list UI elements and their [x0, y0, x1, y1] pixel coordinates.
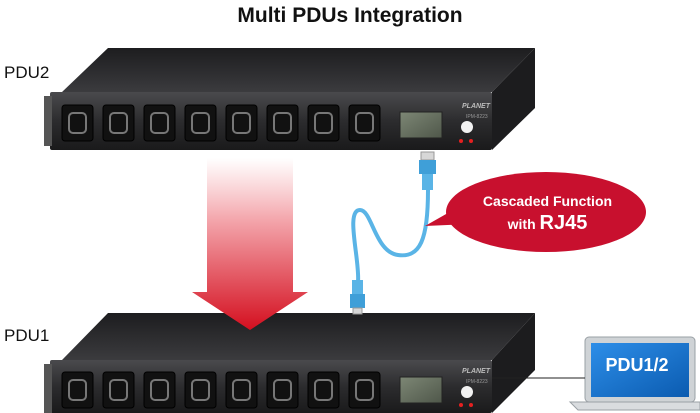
rj45-cable: [350, 151, 436, 315]
callout-line2-emphasis: RJ45: [539, 212, 588, 234]
outlet: [307, 371, 340, 409]
outlet: [225, 371, 258, 409]
callout-bubble: [425, 172, 646, 252]
pdu1-top-face: [62, 313, 535, 360]
outlet: [184, 104, 217, 142]
status-led: [469, 139, 473, 143]
callout-text: Cascaded Function with RJ45: [460, 190, 635, 236]
cable-line: [351, 188, 430, 284]
outlet: [61, 371, 94, 409]
pdu2-side-face: [492, 48, 535, 150]
pdu1-brand-logo: PLANET: [462, 368, 491, 375]
pdu1-outlets: [61, 371, 381, 409]
status-led: [459, 403, 463, 407]
outlet: [266, 371, 299, 409]
outlet: [266, 104, 299, 142]
pdu1-unit: PLANET IPM-8223: [44, 313, 535, 413]
pdu1-model: IPM-8223: [466, 379, 488, 385]
outlet: [307, 104, 340, 142]
status-led: [469, 403, 473, 407]
lcd-display-icon: [399, 376, 443, 404]
outlet: [225, 104, 258, 142]
lcd-display-icon: [399, 111, 443, 139]
outlet: [143, 371, 176, 409]
callout-line2-prefix: with: [507, 216, 540, 232]
outlet: [348, 371, 381, 409]
outlet: [184, 371, 217, 409]
pdu1-side-face: [492, 313, 535, 413]
callout-line1: Cascaded Function: [482, 193, 613, 209]
pdu2-label: PDU2: [4, 63, 50, 82]
laptop-icon: [568, 336, 700, 411]
arrow-down-icon: [192, 158, 308, 330]
outlet: [143, 104, 176, 142]
pdu2-brand-logo: PLANET: [462, 103, 491, 110]
pdu1-left-ear: [44, 364, 52, 413]
power-button-icon: [461, 386, 473, 398]
laptop-screen-text: PDU1/2: [605, 355, 669, 375]
pdu2-model: IPM-8223: [466, 114, 488, 120]
power-button-icon: [461, 121, 473, 133]
outlet: [102, 371, 135, 409]
outlet: [348, 104, 381, 142]
pdu2-left-ear: [44, 96, 52, 146]
rj45-connector-icon: [419, 151, 436, 190]
pdu2-unit: PLANET IPM-8223: [44, 48, 535, 150]
outlet: [61, 104, 94, 142]
pdu1-label: PDU1: [4, 326, 50, 345]
pdu2-outlets: [61, 104, 381, 142]
outlet: [102, 104, 135, 142]
page-title: Multi PDUs Integration: [237, 4, 463, 27]
rj45-connector-icon: [350, 280, 365, 315]
pdu2-top-face: [62, 48, 535, 92]
status-led: [459, 139, 463, 143]
